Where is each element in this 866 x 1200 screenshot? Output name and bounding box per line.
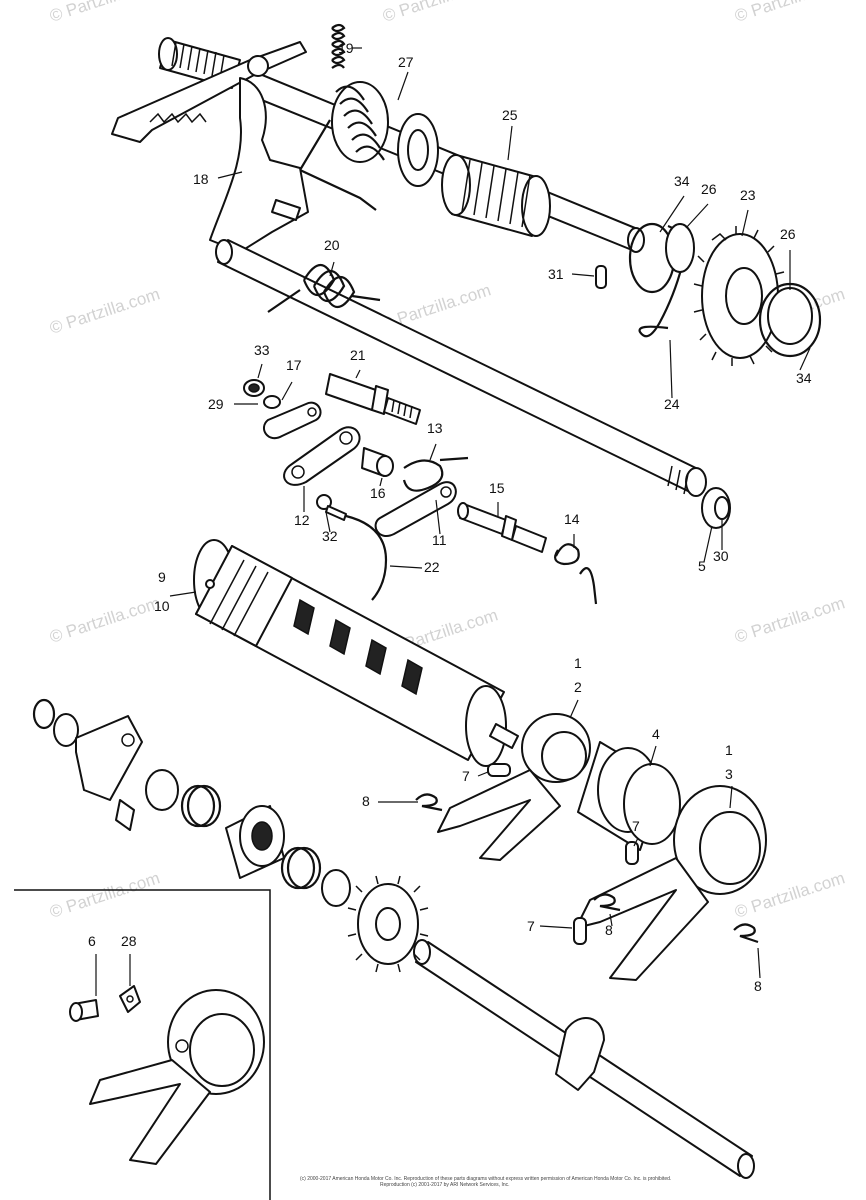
collar-26b: [767, 287, 813, 345]
callout-c14: 14: [564, 511, 580, 527]
shift-fork-2: [437, 713, 591, 861]
stopper-plate-11: [374, 481, 457, 537]
guide-pin-7b: [625, 841, 639, 865]
callout-c32: 32: [322, 528, 338, 544]
callout-c8c: 8: [754, 978, 762, 994]
shift-fork-4: [577, 741, 681, 851]
callout-c11: 11: [432, 532, 447, 548]
callout-c29: 29: [208, 396, 224, 412]
callout-c21: 21: [350, 347, 366, 363]
callout-c26b: 26: [780, 226, 796, 242]
plate-12: [283, 426, 361, 486]
watermark-text: © Partzilla.com: [47, 593, 162, 646]
cotter-pin-8c: [733, 923, 759, 944]
nut-33: [243, 379, 265, 397]
gearshift-arm-18: [209, 77, 309, 253]
callout-c25: 25: [502, 107, 518, 123]
callout-c27: 27: [398, 54, 414, 70]
callout-c8b: 8: [605, 922, 613, 938]
spindle-collar: [397, 113, 439, 187]
shift-drum: [193, 539, 519, 767]
callout-c22: 22: [424, 559, 440, 575]
callout-c31: 31: [548, 266, 564, 282]
leader-lines: [95, 47, 811, 996]
watermark-text: © Partzilla.com: [380, 0, 495, 26]
callout-c34b: 34: [796, 370, 812, 386]
callout-c13: 13: [427, 420, 443, 436]
fork-shaft: [413, 939, 755, 1179]
gearshift-spindle: [215, 239, 707, 497]
copyright-line-2: Reproduction (c) 2001-2017 by ARI Networ…: [380, 1182, 510, 1188]
callout-c28: 28: [121, 933, 137, 949]
callout-c8a: 8: [362, 793, 370, 809]
watermark-text: © Partzilla.com: [47, 284, 162, 337]
spring-13: [402, 456, 469, 492]
stopper-arm-17: [263, 401, 322, 439]
washer-29: [263, 395, 281, 409]
collar-26a: [665, 223, 695, 273]
helical-gear-25: [441, 154, 551, 237]
callout-c4: 4: [652, 726, 660, 742]
screw-32: [316, 494, 347, 521]
callout-c20: 20: [324, 237, 340, 253]
callout-c6: 6: [88, 933, 96, 949]
cotter-pin-8b: [593, 893, 621, 912]
watermark-text: © Partzilla.com: [47, 868, 162, 921]
gear-23: [693, 226, 786, 366]
callout-c7a: 7: [462, 768, 470, 784]
callout-c1b: 1: [725, 742, 733, 758]
drum-end-stack: [32, 698, 351, 907]
callout-c18: 18: [193, 171, 209, 187]
spring-14: [554, 543, 598, 605]
washer-5: [701, 487, 731, 529]
callout-c16: 16: [370, 485, 386, 501]
copyright-line-1: (c) 2000-2017 American Honda Motor Co. I…: [300, 1176, 671, 1182]
callout-c15: 15: [489, 480, 505, 496]
callout-c9: 9: [158, 569, 166, 585]
spring-19: [331, 23, 346, 69]
callout-c30: 30: [713, 548, 729, 564]
callout-c34a: 34: [674, 173, 690, 189]
callout-c19: 19: [338, 40, 354, 56]
guide-pin-7a: [487, 763, 511, 777]
cotter-pin-8a: [415, 793, 443, 812]
callout-c23: 23: [740, 187, 756, 203]
callout-c7b: 7: [632, 818, 640, 834]
inset-box: [14, 889, 271, 1200]
drum-gear: [347, 875, 429, 973]
callout-c10: 10: [154, 598, 170, 614]
callout-c12: 12: [294, 512, 310, 528]
callout-c26a: 26: [701, 181, 717, 197]
pivot-bolt-21: [325, 373, 421, 425]
guide-pin-7c: [573, 917, 587, 945]
shift-fork-3: [575, 785, 767, 981]
callout-c5: 5: [698, 558, 706, 574]
watermark-text: © Partzilla.com: [732, 0, 847, 26]
callout-c17: 17: [286, 357, 302, 373]
copyright-footer: (c) 2000-2017 American Honda Motor Co. I…: [300, 1176, 671, 1188]
spring-plate-22: [345, 514, 388, 601]
callout-c1a: 1: [574, 655, 582, 671]
kick-spring-27: [298, 81, 389, 211]
pawl-arm: [111, 41, 307, 143]
callout-c3: 3: [725, 766, 733, 782]
watermark-text: © Partzilla.com: [732, 593, 847, 646]
stopper-pin-15: [457, 502, 547, 553]
dowel-pin-31: [595, 265, 607, 289]
return-spring-20: [267, 263, 381, 313]
callout-c7c: 7: [527, 918, 535, 934]
callout-c2: 2: [574, 679, 582, 695]
callout-c24: 24: [664, 396, 680, 412]
watermark-text: © Partzilla.com: [47, 0, 162, 26]
roller-16: [361, 447, 394, 477]
callout-c33: 33: [254, 342, 270, 358]
